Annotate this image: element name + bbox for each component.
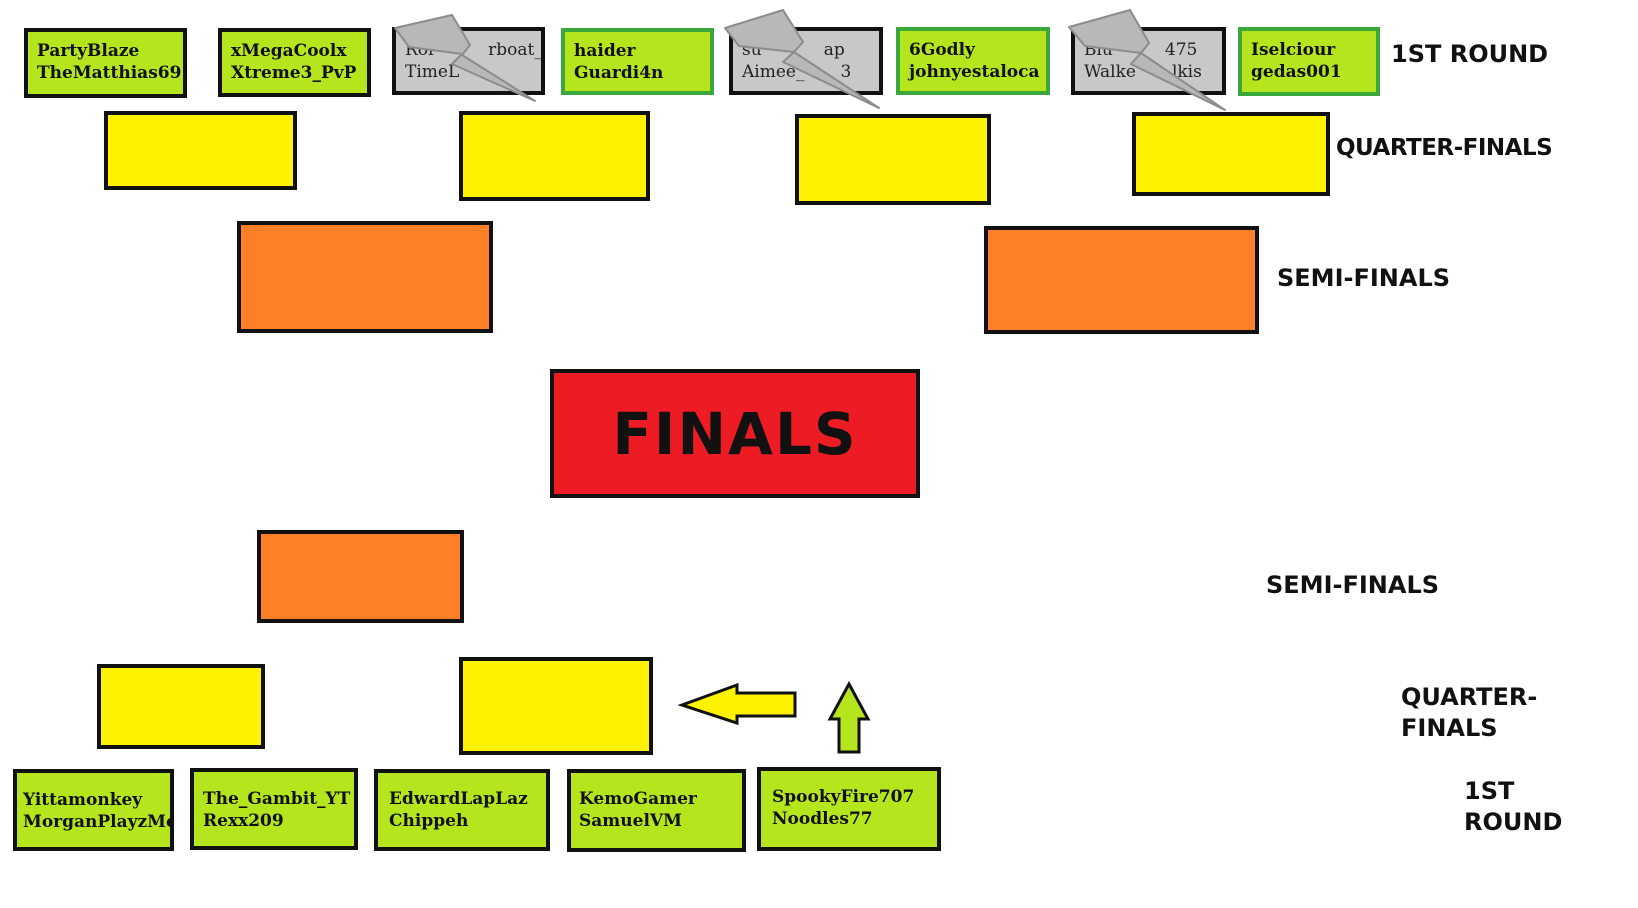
player-name: Guardi4n xyxy=(574,63,664,83)
player-name: SamuelVM xyxy=(579,811,682,831)
player-name: Xtreme3_PvP xyxy=(231,63,357,83)
player-name: Noodles77 xyxy=(772,809,873,829)
top-match-5-eliminated: su ap Aimee_ 3 xyxy=(729,27,883,95)
label-top-semi-finals: SEMI-FINALS xyxy=(1277,264,1451,292)
player-name: Yittamonkey xyxy=(23,790,143,810)
label-top-first-round: 1ST ROUND xyxy=(1391,40,1549,68)
player-name: gedas001 xyxy=(1251,62,1342,82)
bottom-match-3: EdwardLapLaz Chippeh xyxy=(374,769,550,851)
label-bottom-first-line1: 1ST xyxy=(1464,777,1515,805)
player-name: 475 xyxy=(1164,40,1198,60)
player-name: Ror xyxy=(405,40,437,60)
top-match-4: haider Guardi4n xyxy=(561,28,714,95)
top-semi-final-2 xyxy=(984,226,1259,334)
top-match-8: Iselciour gedas001 xyxy=(1238,27,1380,96)
player-name: Iselciour xyxy=(1251,40,1336,60)
player-name: lkis xyxy=(1171,62,1202,82)
bottom-quarter-final-1 xyxy=(97,664,265,749)
label-top-quarter-finals: QUARTER-FINALS xyxy=(1336,135,1553,161)
label-bottom-quarter-line1: QUARTER- xyxy=(1401,683,1538,711)
player-name: Blu xyxy=(1084,40,1113,60)
arrow-left-icon xyxy=(677,682,797,726)
top-quarter-final-4 xyxy=(1132,112,1330,196)
player-name: The_Gambit_YT xyxy=(203,789,351,809)
player-name: rboat_ xyxy=(488,40,543,60)
finals-label: FINALS xyxy=(612,399,858,468)
top-match-6: 6Godly johnyestaloca xyxy=(896,27,1050,95)
player-name: TheMatthias69 xyxy=(37,63,182,83)
player-name: johnyestaloca xyxy=(909,62,1040,82)
top-match-1: PartyBlaze TheMatthias69 xyxy=(24,28,187,98)
player-name: su xyxy=(742,40,762,60)
top-match-7-eliminated: Blu 475 Walke lkis xyxy=(1071,27,1226,95)
player-name: 6Godly xyxy=(909,40,975,60)
player-name: SpookyFire707 xyxy=(772,787,915,807)
top-match-3-eliminated: Ror rboat_ TimeL xyxy=(392,27,545,95)
player-name: haider xyxy=(574,41,636,61)
bottom-semi-final-1 xyxy=(257,530,464,623)
player-name: MorganPlayzMc xyxy=(23,812,174,832)
bottom-match-2: The_Gambit_YT Rexx209 xyxy=(190,768,358,850)
player-name: Aimee_ xyxy=(742,62,805,82)
player-name: PartyBlaze xyxy=(37,41,140,61)
player-name: ap xyxy=(823,40,845,60)
player-name: KemoGamer xyxy=(579,789,697,809)
player-name: 3 xyxy=(840,62,852,82)
label-bottom-quarter-line2: FINALS xyxy=(1401,714,1498,742)
player-name: Chippeh xyxy=(389,811,469,831)
bottom-quarter-final-2 xyxy=(459,657,653,755)
player-name: Walke xyxy=(1084,62,1136,82)
bottom-match-1: Yittamonkey MorganPlayzMc xyxy=(13,769,174,851)
bottom-match-5: SpookyFire707 Noodles77 xyxy=(757,767,941,851)
label-bottom-first-line2: ROUND xyxy=(1464,808,1563,836)
top-semi-final-1 xyxy=(237,221,493,333)
top-quarter-final-2 xyxy=(459,111,650,201)
arrow-up-icon xyxy=(827,680,871,754)
label-bottom-semi-finals: SEMI-FINALS xyxy=(1266,571,1440,599)
top-quarter-final-3 xyxy=(795,114,991,205)
bottom-match-4: KemoGamer SamuelVM xyxy=(567,769,746,852)
player-name: xMegaCoolx xyxy=(231,41,347,61)
player-name: TimeL xyxy=(405,62,460,82)
player-name: Rexx209 xyxy=(203,811,284,831)
top-quarter-final-1 xyxy=(104,111,297,190)
player-name: EdwardLapLaz xyxy=(389,789,528,809)
finals-box: FINALS xyxy=(550,369,920,498)
top-match-2: xMegaCoolx Xtreme3_PvP xyxy=(218,28,371,97)
